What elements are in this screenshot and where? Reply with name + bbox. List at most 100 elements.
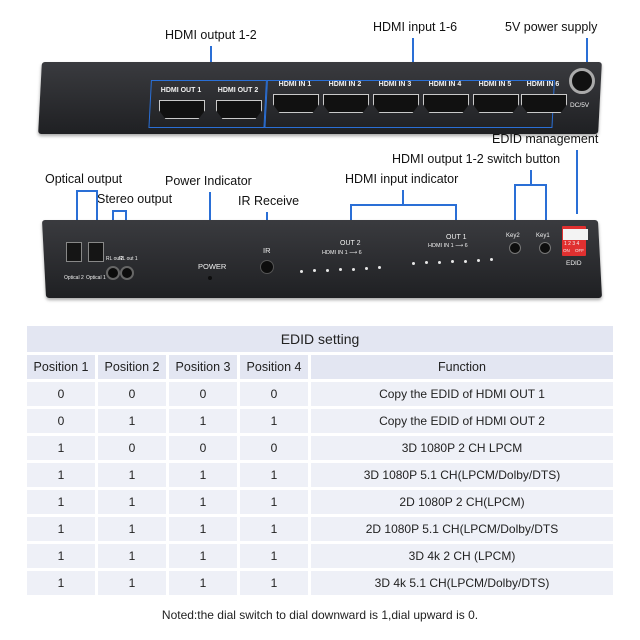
table-header-row: Position 1 Position 2 Position 3 Positio…	[27, 355, 613, 379]
dip-3[interactable]	[575, 229, 582, 240]
power-led	[208, 276, 212, 280]
position-cell: 1	[169, 544, 237, 568]
edid-table: EDID setting Position 1 Position 2 Posit…	[24, 323, 616, 598]
dip-2[interactable]	[569, 229, 576, 240]
position-cell: 1	[98, 517, 166, 541]
position-cell: 1	[169, 409, 237, 433]
function-cell: 3D 4k 2 CH (LPCM)	[311, 544, 613, 568]
hdmi-out-1-port: HDMI OUT 1	[158, 87, 205, 119]
header-cell: Function	[311, 355, 613, 379]
callout-line	[350, 204, 352, 232]
dip-on-label: ON	[563, 248, 570, 253]
edid-management-callout: EDID management	[492, 132, 599, 146]
function-cell: 2D 1080P 5.1 CH(LPCM/Dolby/DTS	[311, 517, 613, 541]
optical-2-port	[66, 242, 82, 262]
input-led	[490, 258, 493, 262]
callout-line	[545, 184, 547, 228]
position-cell: 1	[98, 544, 166, 568]
callout-line	[586, 38, 588, 66]
input-led	[300, 270, 303, 273]
callout-line	[576, 150, 578, 214]
ir-label: IR	[263, 246, 271, 255]
position-cell: 1	[27, 544, 95, 568]
function-cell: 3D 4k 5.1 CH(LPCM/Dolby/DTS)	[311, 571, 613, 595]
input-indicator-callout: HDMI input indicator	[345, 172, 459, 186]
dip-off-label: OFF	[575, 248, 584, 253]
position-cell: 1	[27, 490, 95, 514]
dip-numbers: 1 2 3 4	[564, 241, 580, 247]
input-led	[339, 268, 342, 272]
hdmi-in-6-port: HDMI IN 6	[520, 81, 567, 113]
position-cell: 0	[27, 409, 95, 433]
position-cell: 1	[27, 463, 95, 487]
dip-1[interactable]	[563, 229, 570, 240]
function-cell: 3D 1080P 5.1 CH(LPCM/Dolby/DTS)	[311, 463, 613, 487]
input-led	[326, 268, 329, 272]
optical-1-port	[88, 242, 104, 262]
callout-line	[412, 38, 414, 80]
position-cell: 0	[27, 382, 95, 406]
ir-receiver	[260, 260, 274, 274]
position-cell: 1	[169, 571, 237, 595]
hdmi-in-2-port: HDMI IN 2	[322, 81, 369, 113]
out2-label: OUT 2	[340, 240, 361, 247]
edid-label: EDID	[566, 260, 582, 267]
power-supply-callout: 5V power supply	[505, 20, 598, 34]
position-cell: 1	[27, 517, 95, 541]
hdmi-in-4-port: HDMI IN 4	[422, 81, 469, 113]
hdmi-input-callout: HDMI input 1-6	[373, 20, 458, 34]
position-cell: 1	[240, 517, 308, 541]
callout-line	[96, 190, 98, 230]
callout-line	[402, 190, 404, 204]
footnote: Noted:the dial switch to dial downward i…	[161, 608, 479, 622]
position-cell: 0	[240, 436, 308, 460]
out2-range-label: HDMI IN 1 ⟶ 6	[322, 250, 362, 256]
optical-2-label: Optical 2	[64, 275, 84, 281]
position-cell: 0	[240, 382, 308, 406]
header-cell: Position 4	[240, 355, 308, 379]
position-cell: 1	[98, 409, 166, 433]
power-label: POWER	[198, 262, 227, 271]
callout-line	[455, 204, 457, 228]
ir-receive-callout: IR Receive	[238, 194, 300, 208]
dip-4[interactable]	[581, 229, 588, 240]
header-cell: Position 2	[98, 355, 166, 379]
position-cell: 1	[98, 571, 166, 595]
audio-jack-2	[106, 266, 120, 280]
callout-line	[514, 184, 546, 186]
callout-line	[514, 184, 516, 228]
position-cell: 0	[169, 436, 237, 460]
optical-output-callout: Optical output	[45, 172, 123, 186]
position-cell: 1	[240, 409, 308, 433]
position-cell: 1	[169, 517, 237, 541]
hdmi-output-callout: HDMI output 1-2	[165, 28, 257, 42]
position-cell: 1	[169, 490, 237, 514]
position-cell: 1	[240, 463, 308, 487]
input-led	[412, 262, 415, 265]
input-led	[365, 267, 368, 270]
callout-line	[76, 190, 97, 192]
out1-label: OUT 1	[446, 234, 467, 241]
position-cell: 1	[27, 571, 95, 595]
key2-button[interactable]	[509, 242, 521, 254]
hdmi-in-1-port: HDMI IN 1	[272, 81, 319, 113]
position-cell: 1	[240, 571, 308, 595]
dc-power-jack	[569, 68, 595, 94]
input-led	[477, 259, 480, 262]
rl-out2-label: RL out2	[106, 256, 124, 262]
position-cell: 1	[240, 490, 308, 514]
key1-button[interactable]	[539, 242, 551, 254]
key2-label: Key2	[506, 233, 520, 239]
position-cell: 0	[98, 382, 166, 406]
key1-label: Key1	[536, 233, 550, 239]
input-led	[352, 267, 355, 271]
callout-line	[76, 190, 78, 230]
edid-dip-switch[interactable]: 1 2 3 4 ON OFF	[562, 226, 588, 256]
